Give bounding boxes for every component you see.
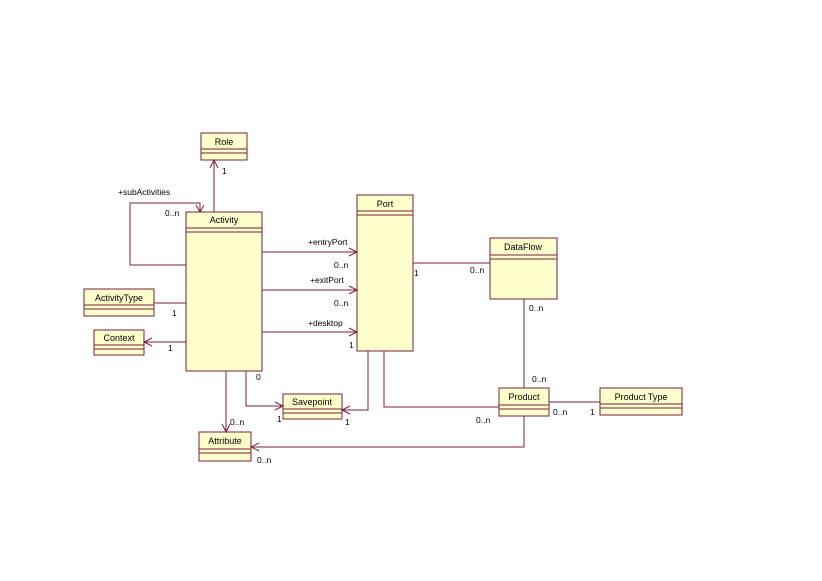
class-context[interactable]: Context <box>93 329 145 356</box>
edge-activity-subactivities <box>129 202 205 266</box>
edge-activity-savepoint <box>245 371 285 411</box>
label-context-mult: 1 <box>168 343 173 353</box>
edge-activity-port-entry <box>262 247 359 257</box>
edge-activity-port-desktop <box>262 327 359 337</box>
class-activitytype[interactable]: ActivityType <box>83 288 155 317</box>
label-exitport-mult: 0..n <box>334 298 348 308</box>
label-port-dataflow-many: 0..n <box>470 265 484 275</box>
class-activity[interactable]: Activity <box>185 211 263 372</box>
edge-port-savepoint <box>340 351 369 415</box>
class-producttype-title: Product Type <box>615 392 668 402</box>
label-savepoint-right: 1 <box>345 417 350 427</box>
label-port-product-mult: 0..n <box>476 415 490 425</box>
class-role-title: Role <box>215 137 234 147</box>
class-port-title: Port <box>377 199 394 209</box>
edge-port-product <box>383 351 499 408</box>
label-savepoint-left: 1 <box>277 414 282 424</box>
class-context-title: Context <box>103 333 135 343</box>
label-product-type-right: 1 <box>590 407 595 417</box>
class-port[interactable]: Port <box>356 194 414 352</box>
edge-product-attribute <box>249 416 525 452</box>
label-activity-zero: 0 <box>256 372 261 382</box>
label-dataflow-product-top: 0..n <box>529 303 543 313</box>
class-dataflow[interactable]: DataFlow <box>489 237 558 300</box>
label-role-mult: 1 <box>222 166 227 176</box>
label-dataflow-product-bottom: 0..n <box>532 374 546 384</box>
label-activitytype-mult: 1 <box>172 308 177 318</box>
class-dataflow-title: DataFlow <box>504 242 543 252</box>
edge-activity-role <box>209 158 219 212</box>
label-subactivities-mult: 0..n <box>165 208 179 218</box>
label-subactivities: +subActivities <box>118 187 170 197</box>
label-exitport: +exitPort <box>310 275 344 285</box>
class-savepoint[interactable]: Savepoint <box>282 393 343 420</box>
label-port-dataflow-one: 1 <box>414 268 419 278</box>
label-activity-attr-mult: 0..n <box>230 417 244 427</box>
class-attribute-title: Attribute <box>208 436 242 446</box>
label-entryport: +entryPort <box>308 237 348 247</box>
label-product-type-left: 0..n <box>553 407 567 417</box>
class-role[interactable]: Role <box>200 132 248 161</box>
class-producttype[interactable]: Product Type <box>599 387 683 416</box>
label-desktop: +desktop <box>308 318 343 328</box>
class-savepoint-title: Savepoint <box>292 397 333 407</box>
label-desktop-mult: 1 <box>349 340 354 350</box>
label-attribute-product-mult: 0..n <box>257 455 271 465</box>
class-product-title: Product <box>508 392 540 402</box>
edge-activity-attribute <box>221 371 231 434</box>
class-product[interactable]: Product <box>498 387 550 417</box>
edge-activity-port-exit <box>262 285 359 295</box>
label-entryport-mult: 0..n <box>334 260 348 270</box>
edge-activity-context <box>142 337 186 347</box>
class-activitytype-title: ActivityType <box>95 293 143 303</box>
class-attribute[interactable]: Attribute <box>198 431 252 462</box>
class-activity-title: Activity <box>210 215 239 225</box>
